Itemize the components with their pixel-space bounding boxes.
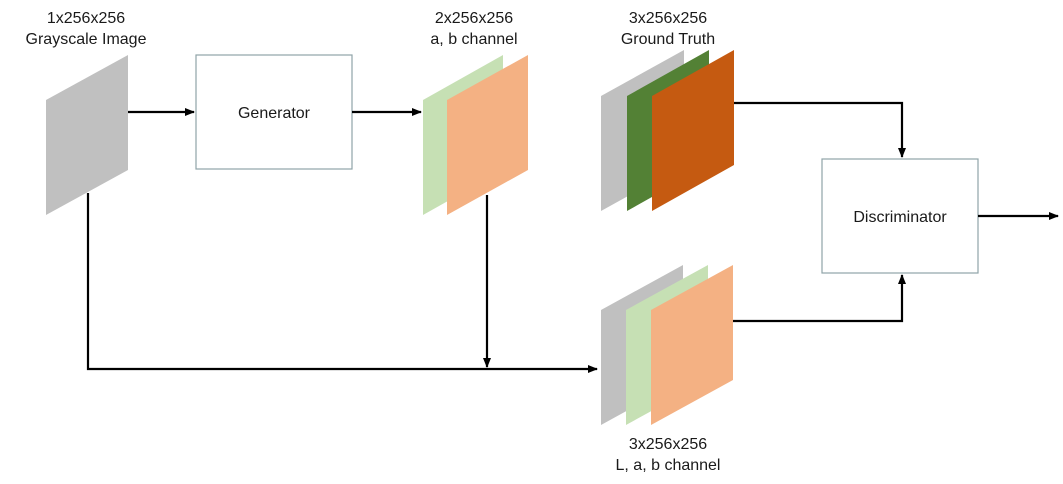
generator-label: Generator [238, 105, 311, 122]
ab-name-label: a, b channel [430, 31, 517, 48]
lab-name-label: L, a, b channel [616, 457, 721, 474]
lab-channel-plane-b [651, 265, 733, 425]
gt-name-label: Ground Truth [621, 31, 715, 48]
gt-dims-label: 3x256x256 [629, 10, 707, 27]
grayscale-image-plane [46, 55, 128, 215]
arrow-ground-truth-to-discriminator [734, 101, 906, 158]
discriminator-label: Discriminator [853, 209, 947, 226]
input-name-label: Grayscale Image [26, 31, 147, 48]
line-input-to-lab [86, 193, 598, 373]
ab-channel-plane-b [447, 55, 528, 215]
arrow-lab-to-discriminator [733, 274, 906, 323]
ab-dims-label: 2x256x256 [435, 10, 513, 27]
generator-box [195, 54, 353, 170]
ground-truth-plane-b [652, 50, 734, 211]
input-dims-label: 1x256x256 [47, 10, 125, 27]
lab-dims-label: 3x256x256 [629, 436, 707, 453]
discriminator-box [821, 158, 979, 274]
